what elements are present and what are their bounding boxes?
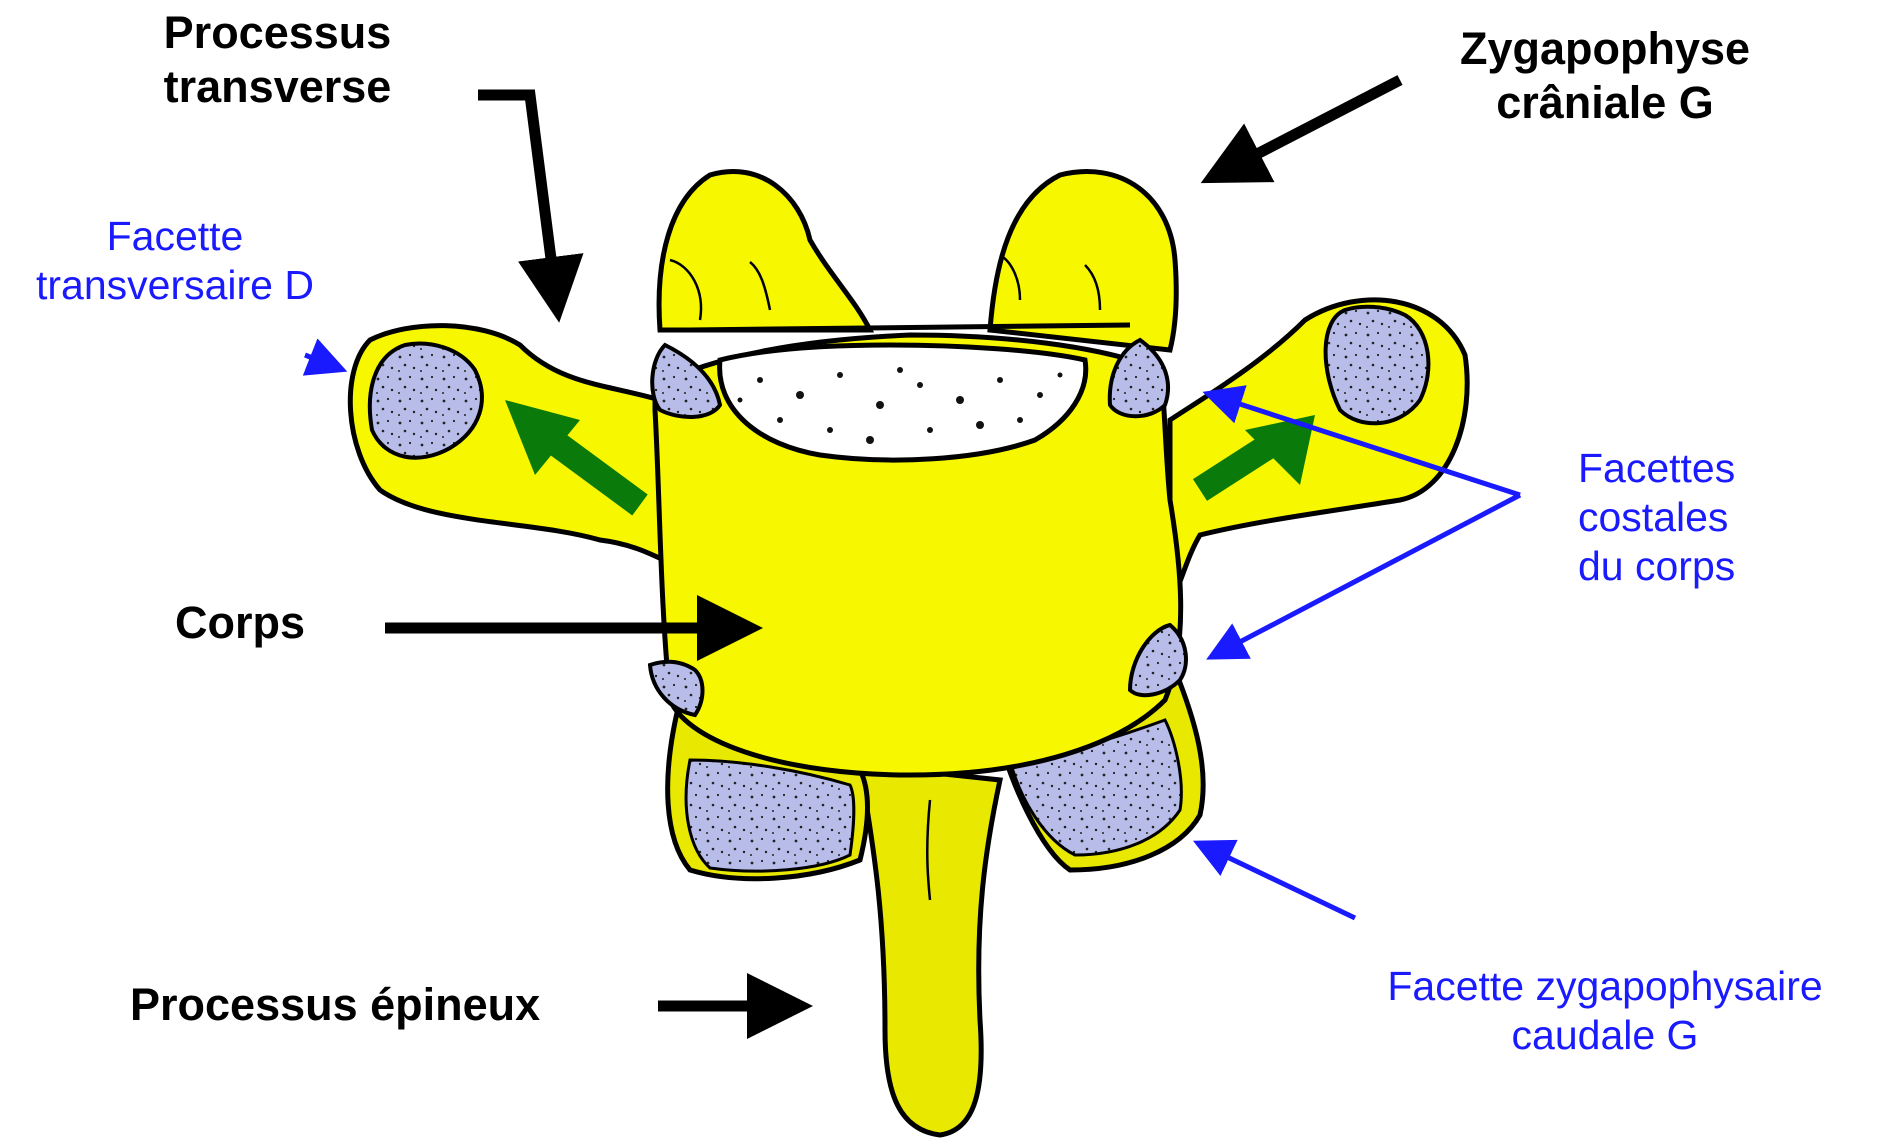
label-processus-transverse: Processus transverse [135, 6, 420, 114]
label-zygapophyse-craniale: Zygapophyse crâniale G [1425, 22, 1785, 130]
costal-facet-lower-right [650, 662, 703, 715]
arrow-zygapophyse-craniale [1230, 80, 1400, 168]
arrow-facette-zygapophysaire [1202, 845, 1355, 918]
transverse-facet-left [1326, 307, 1429, 424]
label-facette-transversaire: Facette transversaire D [10, 212, 340, 310]
cranial-zygapophysis-right [659, 171, 870, 330]
body-end-plate [720, 345, 1086, 460]
label-facettes-costales: Facettes costales du corps [1578, 444, 1735, 592]
label-facette-zygapophysaire: Facette zygapophysaire caudale G [1345, 962, 1865, 1060]
label-corps: Corps [175, 596, 305, 650]
arrow-facette-transversaire [305, 355, 338, 368]
costal-facet-upper-right [652, 345, 720, 417]
spinous-process [860, 765, 1000, 1135]
arrow-processus-transverse [478, 95, 555, 290]
label-processus-epineux: Processus épineux [130, 978, 540, 1032]
costal-facet-upper-left [1110, 340, 1168, 416]
